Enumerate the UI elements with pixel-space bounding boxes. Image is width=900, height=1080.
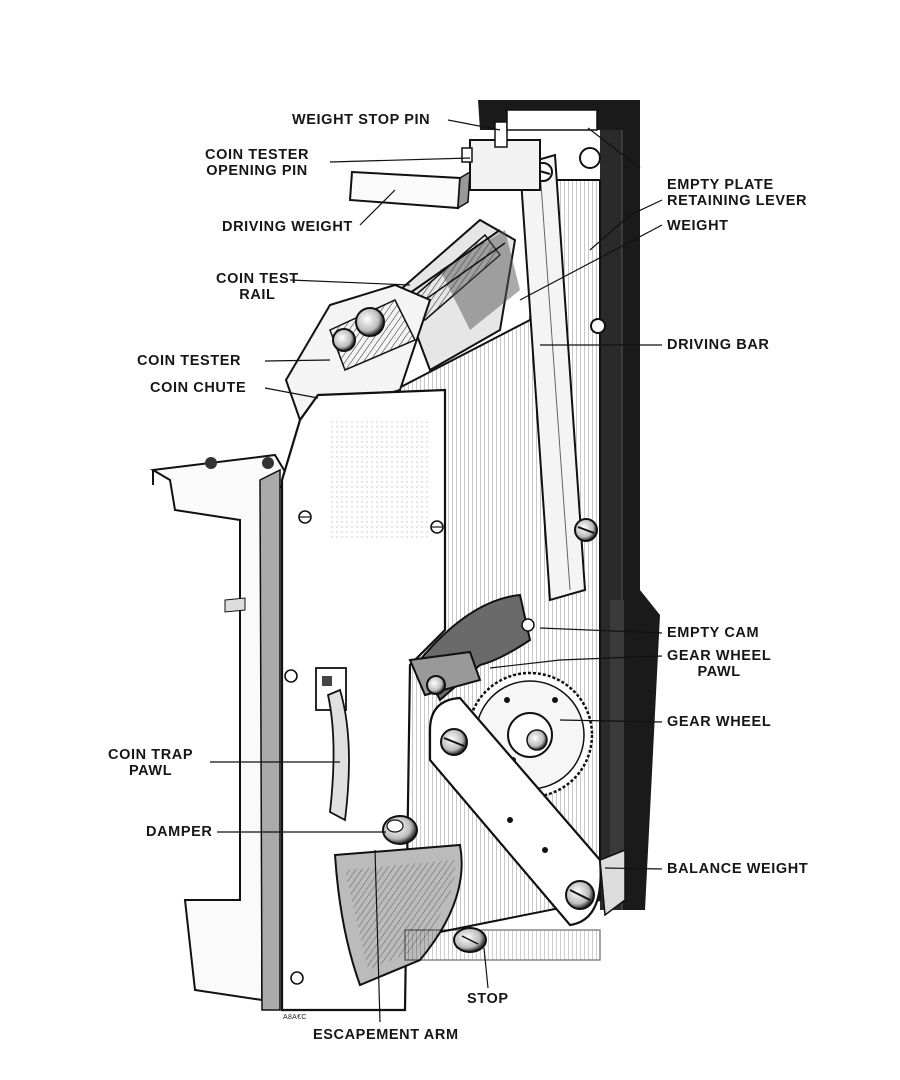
- label-line: PAWL: [697, 664, 741, 680]
- coin-tester: [284, 283, 432, 422]
- label-gear-wheel-pawl: GEAR WHEEL PAWL: [667, 648, 771, 680]
- label-damper: DAMPER: [146, 824, 213, 840]
- label-stop: STOP: [467, 991, 509, 1007]
- driving-weight: [348, 170, 471, 210]
- label-gear-wheel: GEAR WHEEL: [667, 714, 772, 730]
- balance-weight-arm: [428, 696, 626, 927]
- label-escapement-arm: ESCAPEMENT ARM: [313, 1027, 459, 1043]
- label-coin-tester: COIN TESTER: [137, 353, 242, 369]
- label-weight-stop-pin: WEIGHT STOP PIN: [292, 112, 431, 128]
- weight-stop-assembly: [461, 109, 598, 191]
- label-empty-plate-retaining-lever: EMPTY PLATE RETAINING LEVER: [667, 177, 807, 209]
- label-line: COIN TRAP: [108, 747, 194, 763]
- label-coin-chute: COIN CHUTE: [150, 380, 247, 396]
- label-weight: WEIGHT: [667, 218, 729, 234]
- stop-pin: [404, 927, 601, 961]
- label-line: RAIL: [239, 287, 276, 303]
- damper: [382, 815, 418, 845]
- label-line: COIN TEST: [216, 271, 299, 287]
- label-line: RETAINING LEVER: [667, 193, 808, 209]
- label-line: EMPTY PLATE: [667, 177, 774, 193]
- label-line: PAWL: [128, 763, 173, 779]
- coin-test-rail: [398, 218, 520, 372]
- drawing-code: A8A€C: [283, 1014, 307, 1021]
- label-balance-weight: BALANCE WEIGHT: [667, 861, 809, 877]
- escapement-arm: [333, 843, 463, 987]
- label-empty-cam: EMPTY CAM: [667, 625, 760, 641]
- coin-trap-pawl: [315, 667, 350, 822]
- label-line: COIN TESTER: [205, 147, 310, 163]
- label-coin-test-rail: COIN TEST RAIL: [216, 271, 299, 303]
- gear-wheel-pawl: [408, 650, 482, 697]
- left-bracket: [149, 453, 292, 1011]
- leader-lines: [210, 119, 663, 1023]
- label-line: OPENING PIN: [206, 163, 308, 179]
- label-coin-trap-pawl: COIN TRAP PAWL: [108, 747, 193, 779]
- label-coin-tester-opening-pin: COIN TESTER OPENING PIN: [205, 147, 309, 179]
- label-line: GEAR WHEEL: [667, 648, 772, 664]
- label-driving-bar: DRIVING BAR: [667, 337, 770, 353]
- label-driving-weight: DRIVING WEIGHT: [222, 219, 353, 235]
